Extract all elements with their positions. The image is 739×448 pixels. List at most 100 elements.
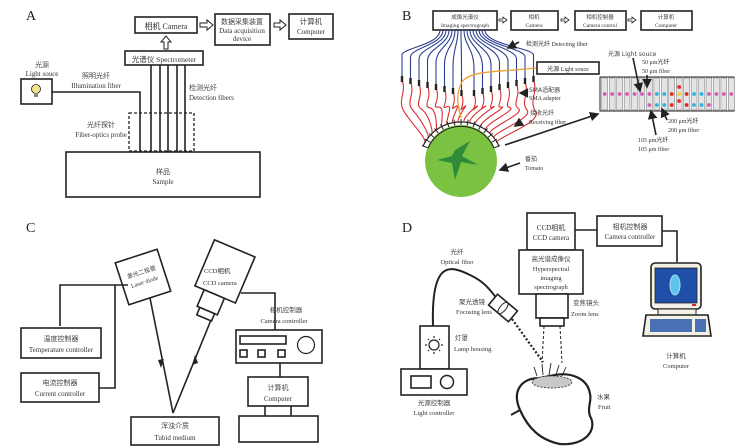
sma-adapter xyxy=(481,88,484,94)
receiving-fiber xyxy=(480,87,504,127)
svg-text:光源 Light souce: 光源 Light souce xyxy=(608,50,657,58)
svg-text:Computer: Computer xyxy=(655,23,677,29)
fiber-dot xyxy=(677,92,682,96)
sma-adapter xyxy=(460,90,463,96)
svg-text:CCD camera: CCD camera xyxy=(203,280,237,287)
lamp-housing xyxy=(419,325,450,370)
fiber-dot xyxy=(692,92,696,96)
detecting-fiber xyxy=(409,29,444,82)
light-source-box xyxy=(20,78,53,105)
holder-tick xyxy=(478,124,482,130)
svg-text:Temperature controller: Temperature controller xyxy=(29,346,94,354)
fruit xyxy=(510,362,594,446)
holder-tick xyxy=(466,119,469,126)
detecting-fiber xyxy=(452,29,459,92)
svg-text:相机控制器: 相机控制器 xyxy=(613,222,648,231)
svg-text:CCD camera: CCD camera xyxy=(533,234,570,242)
svg-text:Receiving fiber: Receiving fiber xyxy=(529,119,566,126)
panel-b-label: B xyxy=(402,9,411,24)
svg-text:Tomato: Tomato xyxy=(525,166,543,172)
tomato xyxy=(425,125,497,197)
fiber-probe xyxy=(128,112,195,152)
svg-text:相机控制器: 相机控制器 xyxy=(270,305,303,314)
svg-text:105 μm fiber: 105 μm fiber xyxy=(638,146,669,153)
svg-text:数据采集装置: 数据采集装置 xyxy=(221,17,263,26)
fiber-holder-arc xyxy=(421,119,501,149)
svg-text:相机: 相机 xyxy=(528,13,540,21)
sma-adapter xyxy=(506,82,510,88)
holder-tick xyxy=(446,121,450,128)
imaging-spectrograph-box: 成像光谱仪 Imaging spectrograph xyxy=(432,10,498,31)
holder-tick xyxy=(472,121,476,128)
ccd-camera xyxy=(193,238,257,323)
svg-text:检测光纤: 检测光纤 xyxy=(189,83,217,92)
spectrometer-box: 光谱仪 Spectrometer xyxy=(124,50,204,66)
svg-text:Detection fibers: Detection fibers xyxy=(189,94,234,102)
fiber-dot xyxy=(662,92,667,96)
panel-c-label: C xyxy=(26,221,35,236)
svg-text:50 μm光纤: 50 μm光纤 xyxy=(642,58,669,66)
light-controller xyxy=(400,368,468,396)
svg-text:Zoom lens: Zoom lens xyxy=(571,311,599,318)
svg-text:200 μm光纤: 200 μm光纤 xyxy=(668,117,698,125)
detecting-fiber xyxy=(426,29,450,86)
fiber-dot xyxy=(677,99,682,103)
holder-tick xyxy=(494,145,501,149)
svg-text:CCD相机: CCD相机 xyxy=(537,223,565,232)
fiber-dot xyxy=(692,103,696,107)
light-source-fiber xyxy=(457,67,538,119)
svg-text:Focusing lens: Focusing lens xyxy=(456,309,492,316)
panel-a-label: A xyxy=(26,9,37,24)
panel-a: A 相机 Camera 数据采集装置 Data acquisition devi… xyxy=(20,9,334,198)
fiber-dot xyxy=(602,92,607,96)
svg-text:Fiber-optics probe: Fiber-optics probe xyxy=(75,131,126,139)
optical-fiber-cable xyxy=(431,268,499,327)
b-camera-box: 相机 Camera xyxy=(510,10,559,31)
svg-text:光纤: 光纤 xyxy=(451,247,465,256)
fiber-dot xyxy=(721,92,726,96)
svg-text:spectrograph: spectrograph xyxy=(534,284,568,291)
svg-text:Fruit: Fruit xyxy=(598,404,611,411)
fiber-dot xyxy=(707,103,711,107)
svg-text:Camera: Camera xyxy=(525,23,543,29)
fiber-bundle xyxy=(400,29,537,144)
detecting-fiber xyxy=(478,29,518,84)
detecting-fiber xyxy=(401,29,441,80)
sma-adapter xyxy=(498,84,501,90)
svg-text:SMA adapter: SMA adapter xyxy=(529,96,561,102)
sma-adapter xyxy=(426,82,429,88)
fiber-dot xyxy=(684,103,689,107)
receiving-fiber xyxy=(489,83,520,134)
receiving-fiber xyxy=(469,91,487,123)
arrow-up-icon xyxy=(192,355,198,365)
receiving-fiber xyxy=(474,89,495,124)
svg-text:计算机: 计算机 xyxy=(658,13,675,21)
arrow-icon xyxy=(273,18,287,32)
laser-diode: 激光二极管 Laser diode xyxy=(114,248,172,306)
detecting-fiber xyxy=(475,29,509,86)
receiving-fiber xyxy=(426,85,438,130)
detecting-fiber xyxy=(472,29,501,88)
fiber-dot xyxy=(640,92,644,96)
svg-text:计算机: 计算机 xyxy=(268,383,289,392)
panel-d: D CCD相机 CCD camera 相机控制器 Camera controll… xyxy=(400,212,712,446)
sma-adapter xyxy=(532,76,535,82)
svg-text:光源 Light souce: 光源 Light souce xyxy=(547,65,589,73)
detecting-fiber xyxy=(469,29,492,90)
svg-text:Tubid medium: Tubid medium xyxy=(154,434,196,442)
svg-text:Computer: Computer xyxy=(663,363,690,370)
svg-text:Illumination fiber: Illumination fiber xyxy=(71,82,121,90)
d-ccd-camera-box: CCD相机 CCD camera xyxy=(526,212,576,251)
holder-tick xyxy=(429,132,435,138)
svg-text:Camera controller: Camera controller xyxy=(260,318,308,325)
fiber-dot xyxy=(699,92,704,96)
panel-b: B 成像光谱仪 Imaging spectrograph 相机 Camera 相… xyxy=(400,9,735,197)
camera-controller-device xyxy=(235,329,323,364)
arrow-icon xyxy=(199,18,214,32)
svg-text:照明光纤: 照明光纤 xyxy=(82,71,110,80)
fiber-dot xyxy=(647,92,652,96)
svg-text:Camera controller: Camera controller xyxy=(605,233,656,241)
fiber-dot xyxy=(669,92,674,96)
holder-tick xyxy=(491,138,498,143)
